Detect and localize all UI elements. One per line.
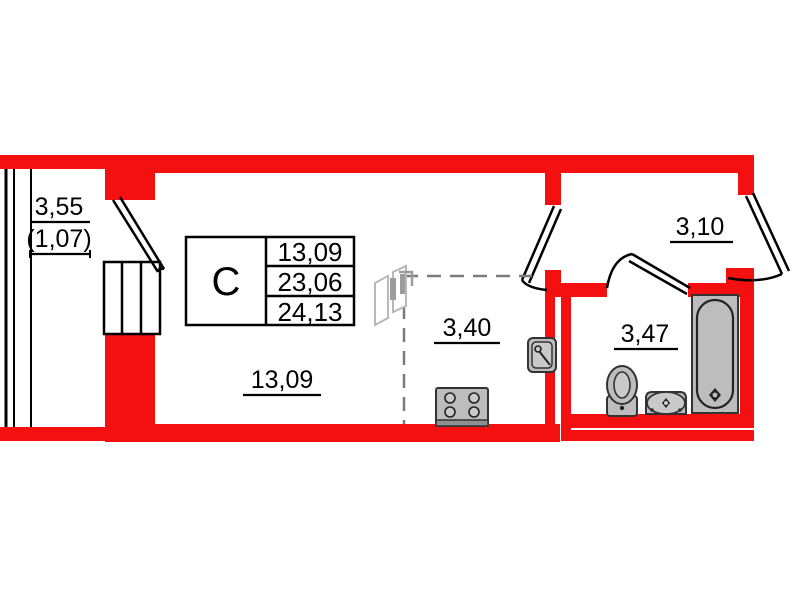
bathroom-area-label: 3,47 xyxy=(621,320,670,348)
summary-table-row-1-value: 23,06 xyxy=(277,267,342,297)
wall-top-main xyxy=(105,155,560,173)
entrance-door xyxy=(727,192,791,282)
bathtub-icon xyxy=(691,294,739,414)
washbasin-icon xyxy=(645,391,687,415)
wall-balcony-bottom xyxy=(0,427,110,441)
balcony-outline xyxy=(4,156,32,440)
wall-bathroom-bottom-outer xyxy=(561,430,754,441)
wall-bathroom-right xyxy=(740,283,754,428)
wall-hallway-left xyxy=(545,155,561,205)
living-room-area-label: 13,09 xyxy=(251,366,314,394)
summary-table-row-2-value: 24,13 xyxy=(277,297,342,327)
balcony-reduced-area-label: (1,07) xyxy=(26,225,91,253)
summary-table-row-0-value: 13,09 xyxy=(277,237,342,267)
balcony-area-labels: 3,55 (1,07) xyxy=(26,193,92,258)
kitchen-sink-icon xyxy=(527,337,557,373)
wall-structure xyxy=(0,155,754,442)
wall-hallway-right-top xyxy=(738,155,754,195)
hallway-left-door xyxy=(520,205,563,292)
stove-icon xyxy=(435,387,489,427)
balcony-area-label: 3,55 xyxy=(35,193,84,221)
toilet-icon xyxy=(606,365,638,417)
bathroom-door xyxy=(605,252,691,296)
wall-balcony-top xyxy=(0,155,110,169)
balcony-glazing xyxy=(102,260,162,336)
summary-table: C 13,09 23,06 24,13 xyxy=(184,235,356,327)
wall-hallway-bottom-left xyxy=(545,270,561,290)
wall-bottom-main xyxy=(105,424,560,442)
summary-table-type-letter: C xyxy=(212,260,241,304)
hallway-area-label: 3,10 xyxy=(676,213,725,241)
wall-left-pier-bottom xyxy=(105,333,155,441)
room-area-labels: 13,09 3,40 3,10 3,47 xyxy=(243,213,733,397)
balcony-door xyxy=(111,196,166,273)
wall-bathroom-bottom xyxy=(561,414,754,428)
wardrobe-icon xyxy=(374,264,414,327)
wall-partition-inner xyxy=(561,283,571,441)
wall-top-hallway xyxy=(553,155,753,173)
kitchen-area-label: 3,40 xyxy=(443,314,492,342)
